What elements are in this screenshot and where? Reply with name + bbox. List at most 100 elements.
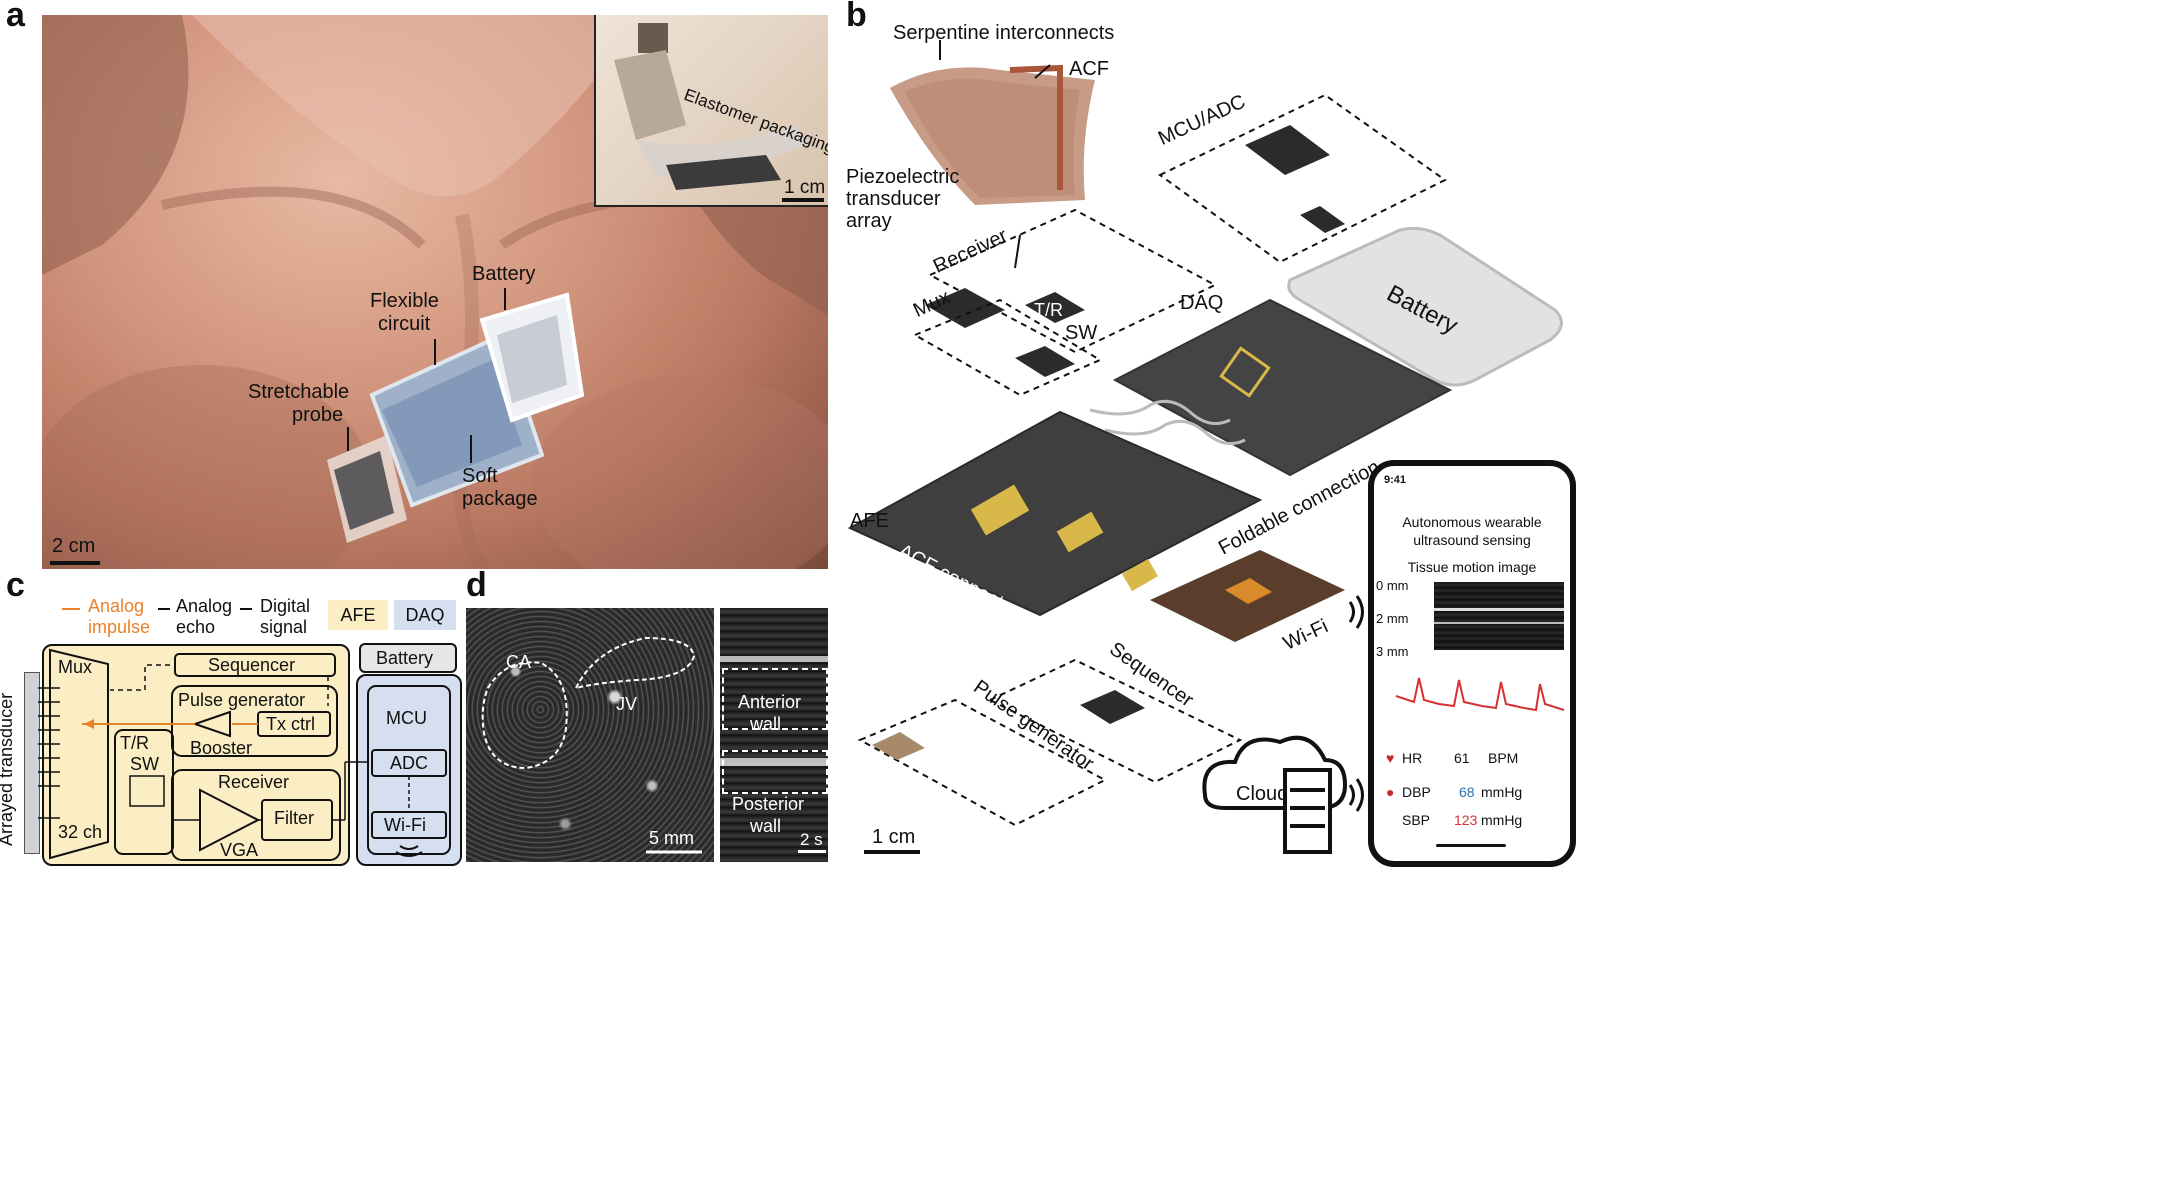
- depth-3-label: 3 mm: [1376, 644, 1409, 659]
- c-sequencer-label: Sequencer: [208, 655, 296, 675]
- c-wifi-label: Wi-Fi: [384, 815, 426, 835]
- piezo-label-1: Piezoelectric: [846, 166, 960, 188]
- heart-waveform: [1395, 677, 1565, 712]
- wearable-device: [327, 292, 585, 543]
- sbp-value: 123: [1454, 812, 1478, 828]
- sbp-label: SBP: [1402, 812, 1431, 828]
- c-ch-label: 32 ch: [58, 822, 103, 842]
- sequencer-b-label: Sequencer: [1105, 638, 1198, 712]
- c-vga-label: VGA: [220, 840, 259, 860]
- acf-label: ACF: [1069, 58, 1109, 80]
- cloud-label: Cloud: [1236, 783, 1289, 805]
- anterior-wall-band: [720, 656, 828, 662]
- c-tx-ctrl-label: Tx ctrl: [266, 714, 315, 734]
- legend-digital-line: [240, 608, 252, 610]
- serpentine-label: Serpentine interconnects: [893, 22, 1115, 44]
- panel-a-scale-bar: [50, 561, 100, 565]
- hr-label: HR: [1402, 750, 1423, 766]
- depth-2-label: 2 mm: [1376, 611, 1409, 626]
- phone-image-title: Tissue motion image: [1407, 559, 1537, 575]
- dbp-value: 68: [1459, 784, 1475, 800]
- soft-label-2: package: [462, 488, 538, 510]
- dbp-label: DBP: [1402, 784, 1431, 800]
- c-receiver-label: Receiver: [218, 772, 290, 792]
- c-pulse-generator-label: Pulse generator: [178, 690, 306, 710]
- c-battery-label: Battery: [376, 648, 434, 668]
- posterior-label-2: wall: [750, 816, 782, 836]
- hr-value: 61: [1454, 750, 1470, 766]
- posterior-wall-band: [720, 758, 828, 766]
- jv-label: JV: [616, 694, 638, 714]
- flexible-arrow: [434, 339, 436, 365]
- dbp-unit: mmHg: [1481, 784, 1523, 800]
- posterior-box: [722, 750, 828, 794]
- mux-label: Mux: [910, 286, 954, 322]
- c-mcu-label: MCU: [386, 708, 427, 728]
- battery-arrow: [504, 288, 506, 310]
- legend-analog-impulse-line: [62, 608, 80, 610]
- legend-analog-echo-line: [158, 608, 170, 610]
- sbp-unit: mmHg: [1481, 812, 1523, 828]
- c-adc-label: ADC: [390, 753, 429, 773]
- heart-icon: ♥: [1386, 750, 1395, 766]
- panel-c-letter: c: [6, 566, 25, 604]
- legend-analog-impulse-2: impulse: [88, 617, 151, 637]
- panel-a-scale-label: 2 cm: [52, 535, 96, 557]
- anterior-box: [722, 668, 828, 730]
- arrayed-transducer-label: Arrayed transducer: [0, 692, 16, 846]
- panel-b-scale-label: 1 cm: [872, 826, 916, 848]
- pulse-generator-b-label: Pulse generator: [969, 676, 1098, 776]
- tr-label-2: SW: [1065, 322, 1098, 344]
- mcu-adc-label: MCU/ADC: [1155, 90, 1249, 150]
- c-tr-label-2: SW: [130, 754, 159, 774]
- ultrasound-image: CA JV 5 mm: [466, 608, 714, 862]
- phone-title-1: Autonomous wearable: [1402, 514, 1542, 530]
- phone: 9:41 Autonomous wearable ultrasound sens…: [1368, 460, 1576, 867]
- c-filter-label: Filter: [274, 808, 314, 828]
- legend-daq: DAQ: [394, 600, 456, 630]
- time-scale-bar: [798, 850, 826, 853]
- soft-arrow: [470, 435, 472, 463]
- c-booster-label: Booster: [190, 738, 253, 758]
- legend-analog-echo-1: Analog: [176, 596, 233, 616]
- stretchable-label-2: probe: [292, 404, 344, 426]
- foldable-label: Foldable connection: [1215, 455, 1384, 560]
- afe-board: [847, 410, 1263, 617]
- chest-photo: Elastomer packaging 1 cm Battery Flexibl…: [42, 15, 828, 569]
- stretchable-arrow: [347, 427, 349, 451]
- soft-label-1: Soft: [462, 465, 498, 487]
- c-tr-label-1: T/R: [120, 733, 149, 753]
- ca-label: CA: [506, 652, 532, 672]
- daq-board: [1112, 298, 1453, 477]
- legend-analog-echo-2: echo: [176, 617, 216, 637]
- panel-d-letter: d: [466, 566, 487, 604]
- c-mux-label: Mux: [58, 657, 93, 677]
- posterior-label-1: Posterior: [732, 794, 805, 814]
- flexible-label-2: circuit: [378, 313, 431, 335]
- inset-scale-bar: [782, 198, 824, 202]
- depth-0-label: 0 mm: [1376, 578, 1409, 593]
- anterior-label-2: wall: [750, 714, 782, 734]
- inset-device: [614, 23, 806, 190]
- blood-icon: ●: [1386, 784, 1395, 800]
- time-scale-label: 2 s: [800, 830, 823, 849]
- mmode-image: Anterior wall Posterior wall 2 s: [720, 608, 828, 862]
- transducer-strip: [24, 672, 40, 854]
- tr-label-1: T/R: [1034, 300, 1063, 320]
- legend-digital-2: signal: [260, 617, 308, 637]
- inset-scale-label: 1 cm: [784, 177, 826, 198]
- panel-b-letter: b: [846, 0, 867, 34]
- legend-digital-1: Digital: [260, 596, 311, 616]
- tissue-motion-image: [1434, 582, 1564, 650]
- phone-title-2: ultrasound sensing: [1413, 532, 1531, 548]
- daq-label: DAQ: [1180, 292, 1224, 314]
- battery-label: Battery: [472, 263, 536, 285]
- phone-time: 9:41: [1384, 474, 1407, 486]
- hr-unit: BPM: [1488, 750, 1519, 766]
- wifi-b-label: Wi-Fi: [1280, 615, 1332, 655]
- panel-a-letter: a: [6, 0, 25, 34]
- vessel-outlines: [481, 636, 702, 854]
- stretchable-label-1: Stretchable: [248, 381, 350, 403]
- acf-connector-label: ACF connector: [894, 540, 1023, 623]
- piezo-label-2: transducer: [846, 188, 941, 210]
